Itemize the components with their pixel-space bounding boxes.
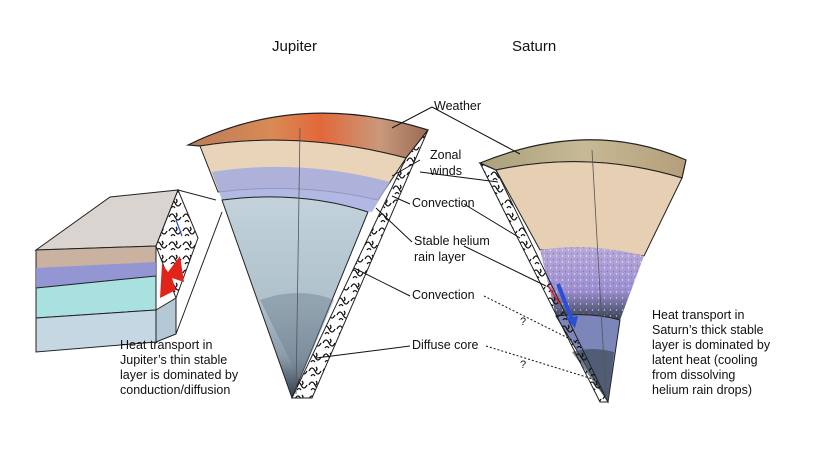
saturn-note-line: Heat transport in (652, 308, 745, 322)
saturn-wedge (478, 139, 687, 404)
label-diffuse-core: Diffuse core (412, 338, 479, 352)
saturn-note-line: helium rain drops) (652, 383, 753, 397)
jupiter-note: Heat transport in Jupiter’s thin stable … (120, 338, 238, 398)
label-weather: Weather (434, 99, 482, 113)
leader-lines (315, 106, 597, 381)
saturn-title: Saturn (512, 38, 557, 55)
label-convection-upper: Convection (412, 196, 475, 210)
jupiter-note-line: layer is dominated by (120, 368, 239, 382)
rain-arrow (556, 283, 574, 321)
jupiter-deep-interior (221, 196, 369, 400)
label-convection-lower: Convection (412, 288, 475, 302)
label-stable-1: Stable helium (414, 234, 490, 248)
jupiter-title: Jupiter (272, 38, 318, 55)
saturn-note-line: from dissolving (652, 368, 736, 382)
saturn-note-line: layer is dominated by (652, 338, 771, 352)
jupiter-note-line: Jupiter’s thin stable (120, 353, 228, 367)
jupiter-note-line: conduction/diffusion (120, 383, 231, 397)
label-stable-2: rain layer (414, 250, 466, 264)
jupiter-stable-layer-inset (34, 188, 199, 353)
saturn-convection-side (478, 161, 609, 403)
unknown-mark-2: ? (520, 359, 527, 371)
jupiter-note-line: Heat transport in (120, 338, 213, 352)
saturn-note-line: latent heat (cooling (652, 353, 758, 367)
label-zonal-winds-2: winds (430, 164, 462, 178)
label-zonal-winds-1: Zonal (430, 148, 462, 162)
saturn-note-line: Saturn’s thick stable (652, 323, 764, 337)
heat-arrow (160, 256, 184, 298)
unknown-mark-1: ? (520, 316, 527, 328)
jupiter-stable-layer (212, 166, 390, 212)
saturn-note: Heat transport in Saturn’s thick stable … (652, 308, 770, 398)
